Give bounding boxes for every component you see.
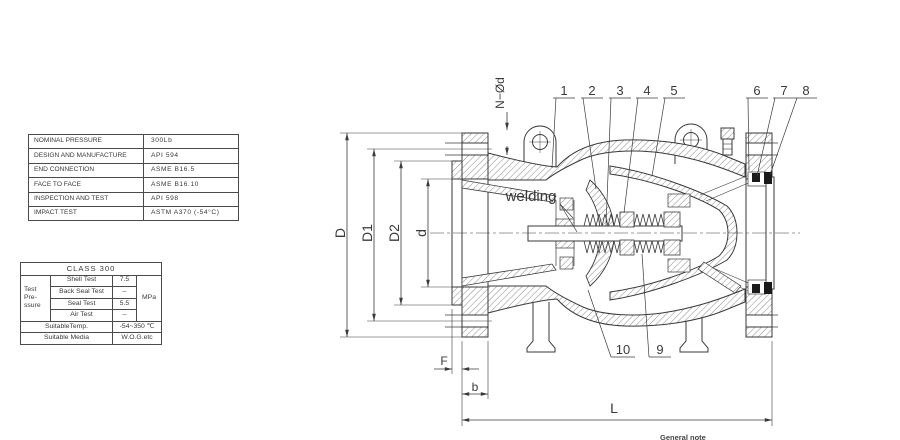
spring-guide xyxy=(619,211,635,228)
dim-label-b: b xyxy=(472,380,479,394)
bolt-spec-note: N−Ød xyxy=(493,77,507,109)
lifting-lug-left xyxy=(523,125,557,170)
spec-label: DESIGN AND MANUFACTURE xyxy=(28,148,144,164)
dimension-lines xyxy=(340,112,773,426)
table-row: Air Test– xyxy=(21,309,162,322)
valve-body-shell xyxy=(487,139,746,327)
test-name: Back Seal Test xyxy=(50,286,113,299)
part-callout-3: 3 xyxy=(616,83,623,98)
valve-stem xyxy=(527,225,683,242)
test-pressure-table: CLASS 300 Test Pre- ssure Shell Test 7.5… xyxy=(20,262,162,346)
cone-rib xyxy=(667,258,691,273)
table-row: Suitable Media W.O.G.etc xyxy=(20,332,162,346)
test-value: 7.5 xyxy=(112,274,137,288)
table-row: Test Pre- ssure Shell Test 7.5 MPa xyxy=(20,274,162,322)
dim-label-D1: D1 xyxy=(359,224,375,242)
cone-rib xyxy=(667,193,691,208)
test-value: – xyxy=(112,286,137,299)
seal-ring xyxy=(752,173,760,182)
suitable-media-value: W.O.G.etc xyxy=(112,332,162,346)
seal-ring xyxy=(764,172,772,184)
test-pressure-group-label: Test Pre- ssure xyxy=(20,274,51,322)
spec-value: ASTM A370 (-54°C) xyxy=(143,205,239,222)
inlet-flange xyxy=(445,132,489,338)
part-callout-2: 2 xyxy=(588,83,595,98)
part-callout-5: 5 xyxy=(670,83,677,98)
inlet-liner xyxy=(461,179,557,287)
seat-ring xyxy=(555,197,575,270)
pressure-unit: MPa xyxy=(136,274,162,322)
suitable-temp-value: -54~350 ℃ xyxy=(112,320,162,334)
part-callout-7: 7 xyxy=(780,83,787,98)
spec-value: ASME B16.5 xyxy=(143,162,239,179)
group-label-line: Test xyxy=(24,286,37,294)
raised-face-top xyxy=(451,160,463,180)
spec-label: NOMINAL PRESSURE xyxy=(28,133,144,150)
part-callout-1: 1 xyxy=(560,83,567,98)
spring xyxy=(583,211,681,256)
spec-label: FACE TO FACE xyxy=(28,177,144,193)
part-callout-4: 4 xyxy=(643,83,650,98)
welding-label: welding xyxy=(505,188,557,205)
diffuser-cone xyxy=(609,165,754,301)
dim-label-F: F xyxy=(440,354,447,368)
class-title: CLASS 300 xyxy=(20,262,162,276)
suitable-media-label: Suitable Media xyxy=(20,332,113,346)
outlet-rib xyxy=(697,261,742,294)
table-row: CLASS 300 xyxy=(20,262,162,276)
test-name: Seal Test xyxy=(50,297,113,311)
group-label-line: Pre- xyxy=(24,294,37,302)
support-legs xyxy=(526,300,709,353)
callout-leaders xyxy=(551,97,817,358)
dim-label-D: D xyxy=(332,228,348,238)
test-name: Air Test xyxy=(50,309,113,322)
spec-label: INSPECTION AND TEST xyxy=(28,191,144,207)
vent-plug xyxy=(720,127,735,156)
dim-label-D2: D2 xyxy=(386,224,402,242)
dim-label-d: d xyxy=(413,229,429,237)
raised-face-bottom xyxy=(451,286,463,306)
seal-ring xyxy=(764,282,772,294)
group-label-line: ssure xyxy=(24,302,41,310)
test-value: 5.5 xyxy=(112,297,137,311)
seal-ring xyxy=(752,284,760,293)
table-row: SuitableTemp. -54~350 ℃ xyxy=(20,320,162,334)
spec-label: END CONNECTION xyxy=(28,162,144,179)
spring-retainer xyxy=(663,211,681,228)
part-callout-9: 9 xyxy=(656,342,663,357)
spec-value: ASME B16.10 xyxy=(143,177,239,193)
part-callout-8: 8 xyxy=(802,83,809,98)
part-callout-6: 6 xyxy=(753,83,760,98)
spec-value: 300Lb xyxy=(143,133,239,150)
spec-label: IMPACT TEST xyxy=(28,205,144,222)
test-value: – xyxy=(112,309,137,322)
footer-note: General note xyxy=(660,433,706,440)
spec-value: API 598 xyxy=(143,191,239,207)
suitable-temp-label: SuitableTemp. xyxy=(20,320,113,334)
part-callout-10: 10 xyxy=(616,342,630,357)
spec-value: API 594 xyxy=(143,148,239,164)
test-name: Shell Test xyxy=(50,274,113,288)
dim-label-L: L xyxy=(610,400,618,416)
